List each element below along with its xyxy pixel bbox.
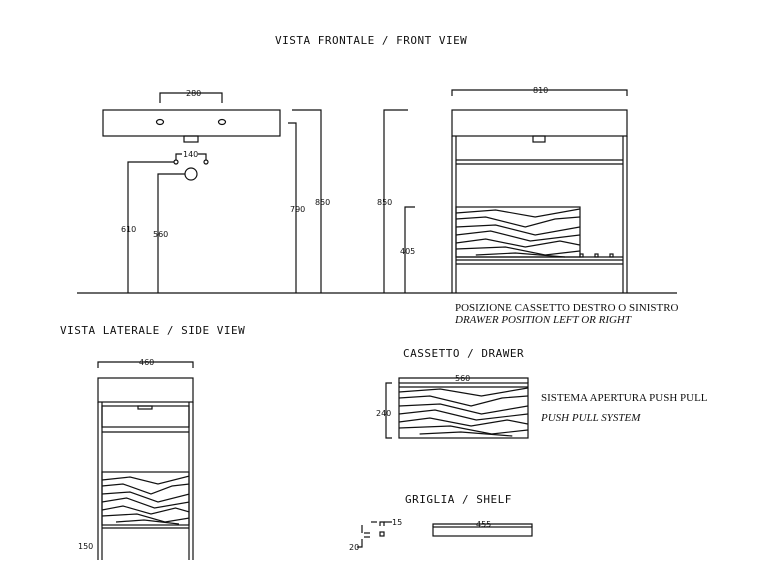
dim-shelf-width: 455 xyxy=(476,520,491,529)
dim-total-height-right: 850 xyxy=(377,198,392,207)
front-view-title: VISTA FRONTALE / FRONT VIEW xyxy=(275,34,467,47)
dim-drain-height: 560 xyxy=(153,230,168,239)
dim-valve-height: 610 xyxy=(121,225,136,234)
valves: 140 610 560 xyxy=(121,150,209,293)
side-view-title: VISTA LATERALE / SIDE VIEW xyxy=(60,324,245,337)
dim-drawer-floor: 405 xyxy=(400,247,415,256)
shelf-title: GRIGLIA / SHELF xyxy=(405,493,512,506)
dim-total-height: 850 xyxy=(315,198,330,207)
push-pull-note-it: SISTEMA APERTURA PUSH PULL xyxy=(541,392,708,404)
drawer-detail: 560 240 xyxy=(376,374,529,439)
dim-valve-spacing: 140 xyxy=(183,150,198,159)
drawer-position-note-en: DRAWER POSITION LEFT OR RIGHT xyxy=(454,314,632,326)
basin-front: 280 xyxy=(102,89,281,143)
push-pull-note-en: PUSH PULL SYSTEM xyxy=(540,412,641,424)
dim-shelf-profile-b: 20 xyxy=(349,543,359,552)
cabinet-front: 810 xyxy=(451,86,628,293)
dim-side-depth: 460 xyxy=(139,358,154,367)
dim-drawer-width: 560 xyxy=(455,374,470,383)
shelf-detail: 15 20 455 xyxy=(349,518,533,552)
dim-side-bottom: 150 xyxy=(78,542,93,551)
dim-shelf-profile-a: 15 xyxy=(392,518,402,527)
dim-tap-spacing: 280 xyxy=(186,89,201,98)
drawer-position-note-it: POSIZIONE CASSETTO DESTRO O SINISTRO xyxy=(455,302,679,314)
dim-width: 810 xyxy=(533,86,548,95)
drawer-title: CASSETTO / DRAWER xyxy=(403,347,524,360)
dim-basin-bottom: 790 xyxy=(290,205,305,214)
dim-drawer-height: 240 xyxy=(376,409,391,418)
cabinet-side: 460 150 xyxy=(78,358,194,560)
